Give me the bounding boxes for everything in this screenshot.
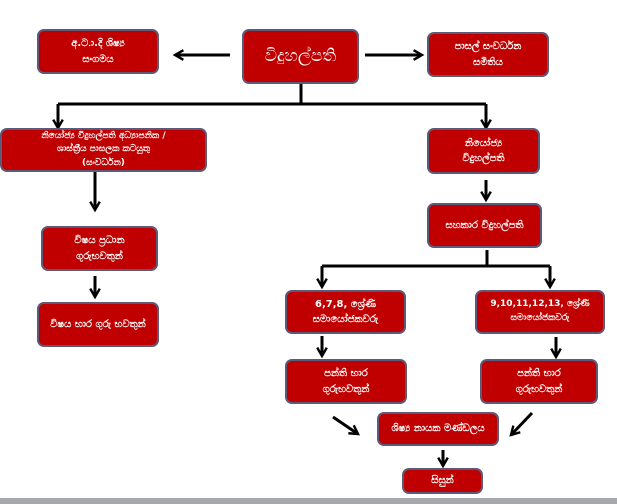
arrow-assistant-branches [322,250,550,268]
node-label: සිසුන් [431,475,454,487]
node-label: 6,7,8, ශ්‍රේණි සමායෝජකවරු [312,298,379,326]
node-label: සහකාර විදුහල්පති [445,219,524,231]
node-prefects-board: ශිෂ්‍ය නායක මණ්ඩලය [377,412,499,446]
node-assistant-principal: සහකාර විදුහල්පති [427,203,542,248]
node-class-teachers-right: පන්ති භාර ගුරුභවතුන් [480,359,598,404]
node-subject-teachers: විෂය භාර ගුරු භවතුන් [37,302,159,347]
node-label: විදුහල්පති [264,46,337,67]
arrow-right-class-to-prefects [509,411,534,437]
node-label: අ.ට.ා.දි ශිෂ්‍ය සංගමය [71,38,125,65]
node-deputy-principal-academic: නියෝජ්‍ය විදුහල්පති අධ්‍යාපනික / ශාස්ත්‍… [0,128,207,172]
node-deputy-principal: නියෝජ්‍ය විදුහල්පති [427,128,540,174]
footer-bar [0,498,617,504]
node-students: සිසුන් [402,468,483,494]
node-label: පාසල් සංවර්ධන සමිතිය [454,41,522,68]
node-label: පන්ති භාර ගුරුභවතුන් [515,368,563,395]
node-label: විෂය භාර ගුරු භවතුන් [50,318,146,330]
node-label: විෂය ප්‍රධාන ගුරුභවතුන් [74,235,125,262]
node-grade-6-8-coordinators: 6,7,8, ශ්‍රේණි සමායෝජකවරු [285,290,406,334]
node-school-development-committee: පාසල් සංවර්ධන සමිතිය [427,32,549,77]
node-label: පන්ති භාර ගුරුභවතුන් [322,368,370,395]
node-past-pupils-association: අ.ට.ා.දි ශිෂ්‍ය සංගමය [37,29,159,74]
node-subject-head-teachers: විෂය ප්‍රධාන ගුරුභවතුන් [41,226,158,271]
node-label: 9,10,11,12,13, ශ්‍රේණි සමායෝජකවරු [490,299,590,323]
arrow-left-class-to-prefects [332,415,361,436]
node-label: නියෝජ්‍ය විදුහල්පති අධ්‍යාපනික / ශාස්ත්‍… [41,131,166,168]
node-grade-9-13-coordinators: 9,10,11,12,13, ශ්‍රේණි සමායෝජකවරු [475,290,605,334]
arrow-principal-branches [58,84,486,106]
node-principal: විදුහල්පති [242,29,359,84]
node-class-teachers-left: පන්ති භාර ගුරුභවතුන් [285,359,407,404]
node-label: ශිෂ්‍ය නායක මණ්ඩලය [391,423,485,435]
node-label: නියෝජ්‍ය විදුහල්පති [462,137,505,165]
